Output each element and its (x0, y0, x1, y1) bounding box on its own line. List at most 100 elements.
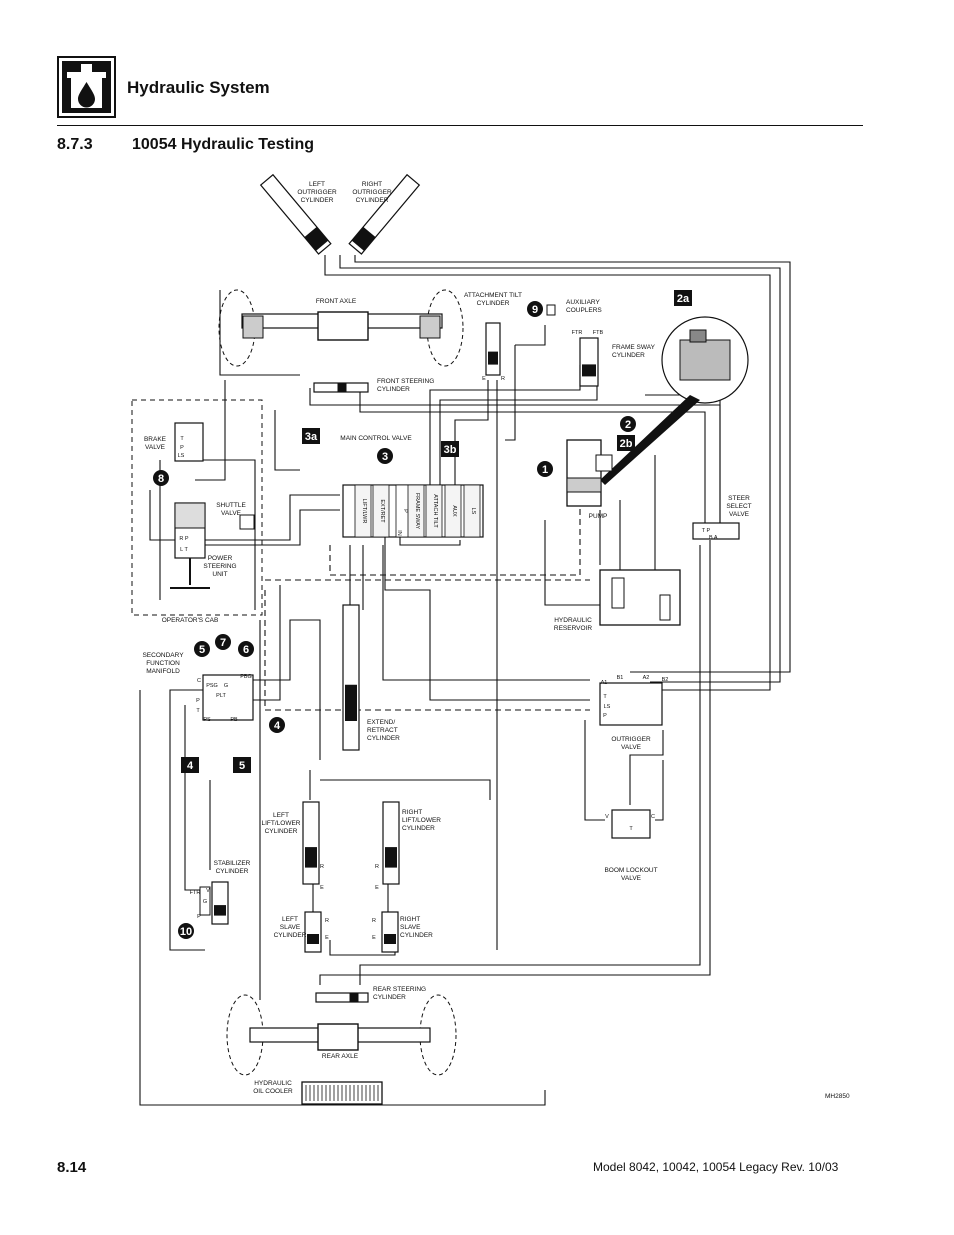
manifold-port-pb: PB (230, 717, 238, 723)
attach-tilt-port-r: R (501, 376, 505, 382)
line-sfm-left (169, 689, 210, 951)
boom-port-c: C (651, 814, 655, 820)
valve-section-in: IN (396, 530, 402, 536)
right-slave-cylinder-piston (384, 934, 396, 944)
callout-3b (441, 441, 459, 457)
left-slave-port-r: R (325, 918, 329, 924)
callout-4-right (269, 717, 285, 733)
line-aux-coupler (505, 345, 516, 441)
front-steering-cylinder-label: FRONT STEERING (377, 378, 434, 385)
frame-sway-cylinder-label: FRAME SWAY (612, 344, 656, 351)
pump-label: PUMP (589, 513, 608, 520)
callout-2b (617, 435, 635, 451)
extend-retract-cylinder-piston (345, 684, 357, 721)
frame-sway-port-ftr: FTR (572, 330, 583, 336)
right-lift-port-e: E (375, 885, 379, 891)
steer-select-valve-label: SELECT (726, 503, 751, 510)
outrigger-port-a2: A2 (643, 675, 650, 681)
frame-sway-cylinder-label: CYLINDER (612, 352, 645, 359)
line-boom-2 (629, 730, 664, 805)
stabilizer-valve (199, 886, 211, 916)
manifold-port-pbg: PBG (240, 674, 252, 680)
manifold-port-psg: PSG (206, 683, 218, 689)
boom-lockout-valve (611, 809, 651, 839)
outrigger-port-p: P (603, 713, 607, 719)
right-slave-port-r: R (372, 918, 376, 924)
secondary-function-manifold (202, 674, 254, 721)
page-number: 8.14 (57, 1159, 87, 1176)
pst-ports-lt: L T (180, 547, 188, 553)
left-slave-cylinder-label: CYLINDER (274, 932, 307, 939)
left-outrigger-cylinder (259, 173, 332, 255)
stabilizer-cylinder-label: CYLINDER (216, 868, 249, 875)
front-axle-hub-right (419, 315, 441, 339)
steer-ports-ba: B A (709, 535, 718, 541)
outrigger-port-b2: B2 (662, 677, 669, 683)
line-steer (274, 410, 300, 471)
callout-9 (527, 301, 543, 317)
right-slave-cylinder (381, 911, 399, 953)
reservoir-filter (611, 577, 625, 609)
valve-section-0 (354, 484, 372, 538)
valve-section-label-2: P (402, 509, 408, 513)
attachment-tilt-cylinder-label: CYLINDER (477, 300, 510, 307)
line-boom-3 (655, 760, 664, 821)
rear-steering-piston (349, 992, 359, 1003)
pump-detail-port (689, 329, 707, 343)
hydraulic-oil-cooler-label: HYDRAULIC (254, 1080, 292, 1087)
boom-lockout-valve-label: BOOM LOCKOUT (604, 867, 657, 874)
steer-select-valve-label: STEER (728, 495, 750, 502)
left-slave-cylinder-piston (307, 934, 319, 944)
line-front-steer-2 (359, 388, 706, 530)
line-outrigger-p (382, 545, 590, 681)
callout-4 (181, 757, 199, 773)
callout-3a-label: 3a (305, 431, 318, 443)
callout-5-label: 5 (239, 760, 245, 772)
stabilizer-cylinder-piston (214, 905, 226, 916)
outrigger-port-t: T (603, 694, 607, 700)
left-slave-port-e: E (325, 935, 329, 941)
callout-2-label: 2 (625, 419, 631, 431)
pump-band (566, 477, 602, 493)
valve-section-label-6: LS (470, 508, 476, 515)
subsection-title: 10054 Hydraulic Testing (132, 136, 314, 153)
steer-select-valve (692, 522, 740, 540)
line-lift-right (320, 779, 491, 800)
callout-1-label: 1 (542, 464, 548, 476)
attach-tilt-port-e: E (482, 376, 486, 382)
figure-id: MH2850 (825, 1093, 850, 1100)
brake-port-ls: LS (178, 453, 185, 459)
right-slave-port-e: E (372, 935, 376, 941)
valve-section-4 (425, 484, 443, 538)
line-pst-2 (205, 509, 340, 546)
line-left-outrigger (324, 255, 771, 691)
callout-4-right-label: 4 (274, 720, 281, 732)
left-lift-port-r: R (320, 864, 324, 870)
hydraulic-oil-cooler-label: OIL COOLER (253, 1088, 293, 1095)
line-brake (195, 459, 256, 610)
left-slave-cylinder (304, 911, 322, 953)
attachment-tilt-cylinder-piston (488, 351, 498, 365)
valve-section-5 (444, 484, 462, 538)
left-lift-lower-cylinder (302, 801, 320, 885)
line-cooler (139, 690, 546, 1106)
line-aux-coupler-2 (515, 325, 546, 346)
rear-steering-cylinder-label: CYLINDER (373, 994, 406, 1001)
front-right-wheel (426, 289, 464, 367)
right-lift-port-r: R (375, 864, 379, 870)
line-right-outrigger (354, 255, 791, 673)
callout-10-label: 10 (180, 926, 192, 938)
shuttle-valve-label: VALVE (221, 510, 242, 517)
front-axle-hub-left (242, 315, 264, 339)
left-outrigger-cylinder-label: LEFT (309, 181, 325, 188)
callout-8 (153, 470, 169, 486)
line-attach-tilt (454, 380, 489, 485)
auxiliary-couplers-label: AUXILIARY (566, 299, 601, 306)
line-sfm-2 (250, 619, 321, 760)
outrigger-port-ls: LS (604, 704, 611, 710)
outrigger-valve-label: VALVE (621, 744, 642, 751)
secondary-function-manifold-label: FUNCTION (146, 660, 180, 667)
auxiliary-couplers-label: COUPLERS (566, 307, 602, 314)
rear-axle-housing (317, 1023, 359, 1051)
